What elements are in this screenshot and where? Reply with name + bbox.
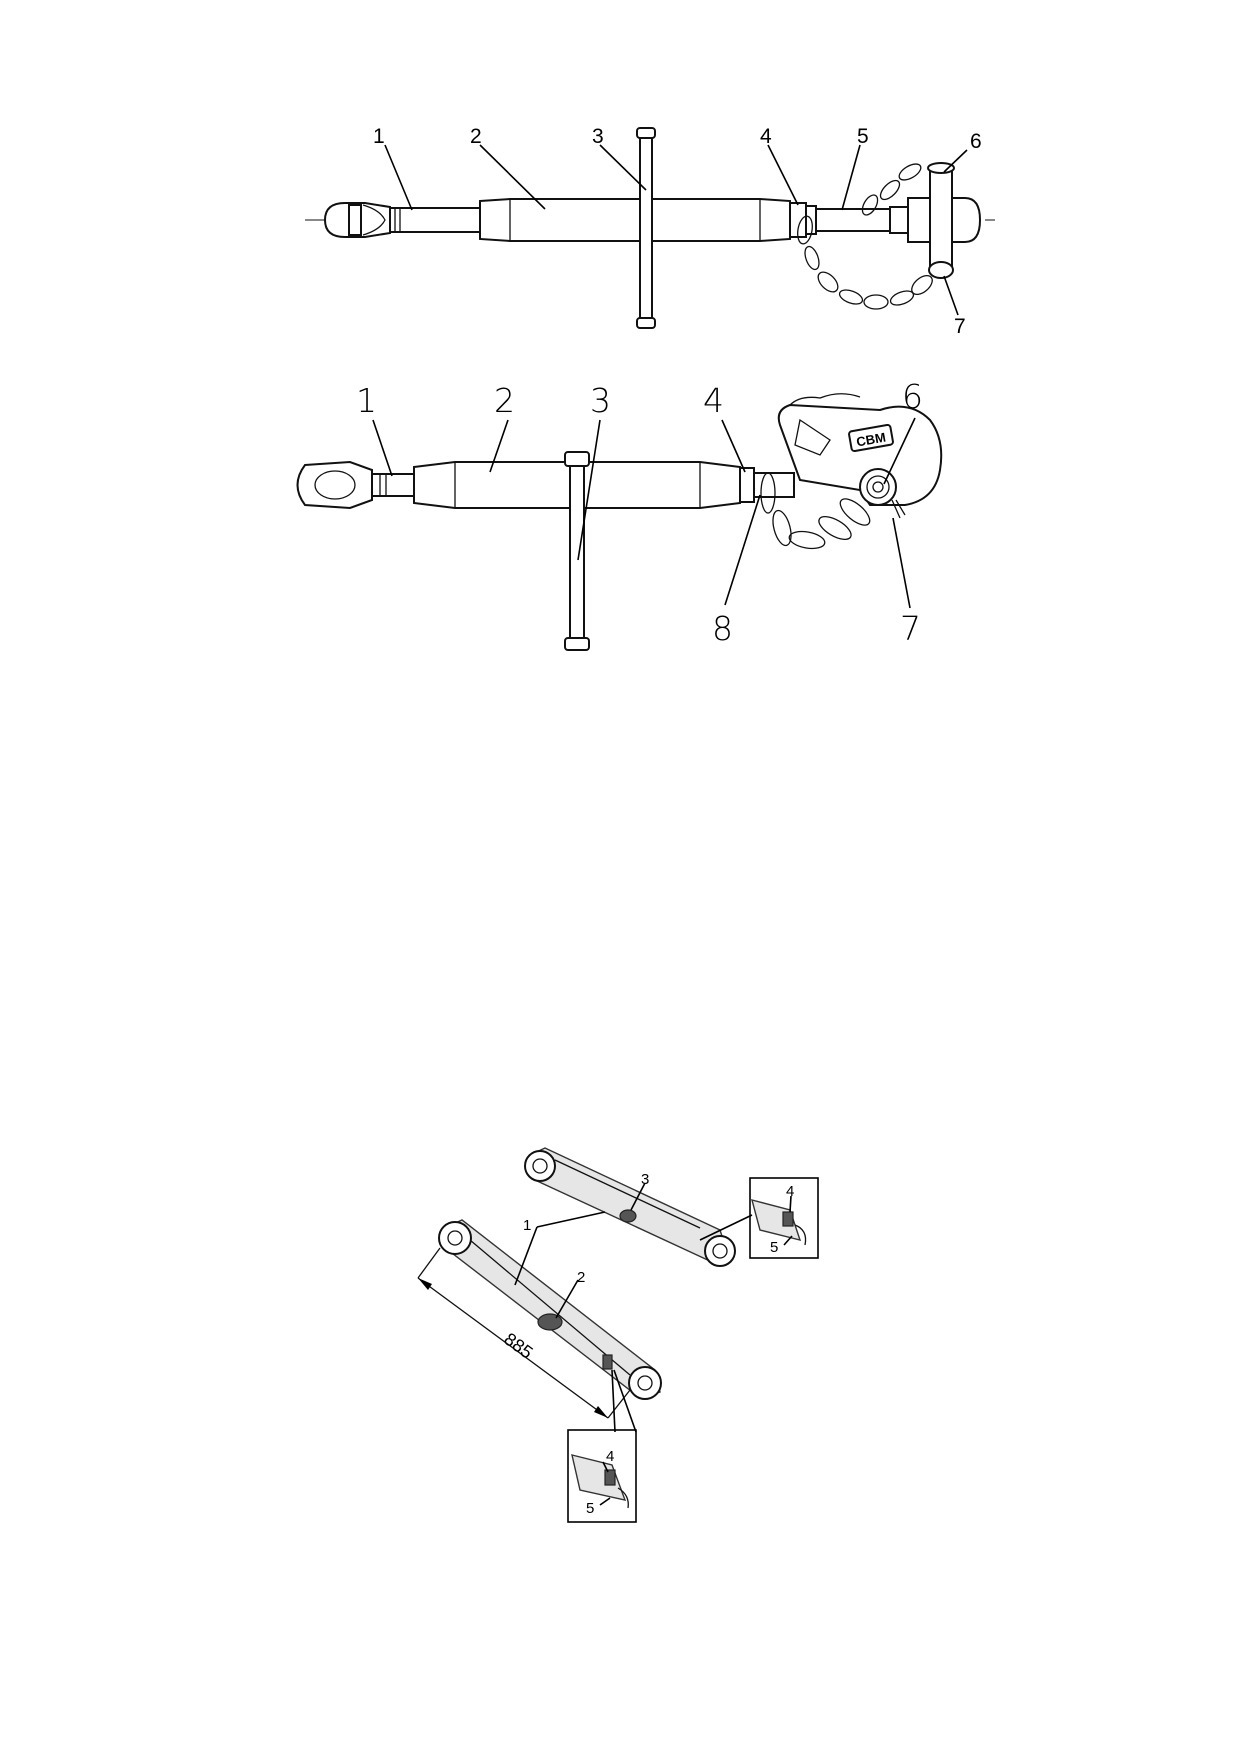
top-link-hook-diagram: CBM 1 2 3 4 6 8 7 — [296, 377, 943, 651]
fig3-label-3: 3 — [641, 1171, 649, 1188]
fig2-label-6: 6 — [902, 377, 923, 416]
fig1-label-6: 6 — [970, 130, 982, 153]
fig1-label-4: 4 — [760, 125, 772, 148]
fig2-label-4: 4 — [703, 381, 724, 420]
fig3-label-1: 1 — [523, 1217, 531, 1234]
fig2-label-3: 3 — [590, 381, 611, 420]
fig2-label-8: 8 — [712, 609, 733, 648]
lower-links-diagram: 885 1 2 3 4 5 4 5 — [417, 1147, 819, 1523]
fig2-label-2: 2 — [494, 381, 515, 420]
top-link-chain-diagram: 1 2 3 4 5 6 7 — [305, 125, 995, 338]
hook-brand-text: CBM — [855, 430, 887, 450]
fig3-label-2: 2 — [577, 1269, 585, 1286]
fig3-inset2-label-4: 4 — [606, 1448, 614, 1465]
fig1-label-5: 5 — [857, 125, 869, 148]
fig1-label-7: 7 — [954, 315, 966, 338]
fig3-inset2-label-5: 5 — [586, 1500, 594, 1517]
fig3-inset1-label-4: 4 — [786, 1183, 794, 1200]
fig1-label-2: 2 — [470, 125, 482, 148]
fig1-label-3: 3 — [592, 125, 604, 148]
fig2-label-7: 7 — [900, 609, 921, 648]
fig2-label-1: 1 — [356, 381, 377, 420]
fig3-inset1-label-5: 5 — [770, 1239, 778, 1256]
dimension-885: 885 — [500, 1329, 536, 1363]
fig1-label-1: 1 — [373, 125, 385, 148]
